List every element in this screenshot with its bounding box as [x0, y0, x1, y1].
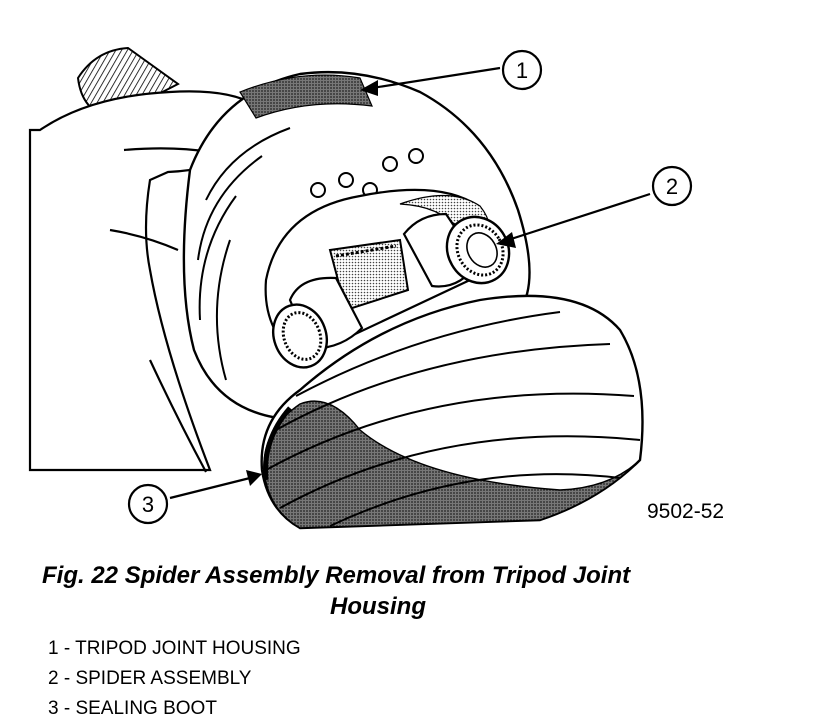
callout-3: 3 [127, 470, 262, 525]
callout-2-number: 2 [666, 174, 678, 199]
callout-1: 1 [360, 49, 543, 96]
shaft-end [76, 46, 180, 120]
hand [28, 90, 268, 473]
spider-assembly [272, 212, 511, 369]
callout-2-leader [507, 192, 651, 242]
callout-2: 2 [496, 165, 693, 248]
callout-3-circle [127, 483, 169, 525]
callout-1-circle [501, 49, 543, 91]
caption-line-1: Fig. 22 Spider Assembly Removal from Tri… [42, 562, 631, 589]
legend: 1 - TRIPOD JOINT HOUSING 2 - SPIDER ASSE… [48, 634, 301, 724]
callout-3-number: 3 [142, 492, 154, 517]
callout-2-arrowhead [496, 232, 516, 248]
sealing-boot [260, 294, 644, 530]
callout-2-circle [651, 165, 693, 207]
caption-line-2: Housing [330, 593, 426, 620]
callout-1-number: 1 [516, 58, 528, 83]
callout-3-leader [169, 476, 251, 500]
figure-id: 9502-52 [647, 500, 725, 523]
legend-item: 2 - SPIDER ASSEMBLY [48, 668, 252, 689]
callout-1-arrowhead [360, 80, 378, 96]
legend-item: 3 - SEALING BOOT [48, 698, 217, 719]
figure-caption: Fig. 22 Spider Assembly Removal from Tri… [40, 560, 780, 622]
illustration-svg: 1 2 3 [28, 46, 693, 530]
callout-3-arrowhead [246, 470, 262, 486]
legend-item: 1 - TRIPOD JOINT HOUSING [48, 638, 301, 659]
illustration: 1 2 3 [28, 46, 693, 530]
callout-1-leader [371, 66, 501, 90]
